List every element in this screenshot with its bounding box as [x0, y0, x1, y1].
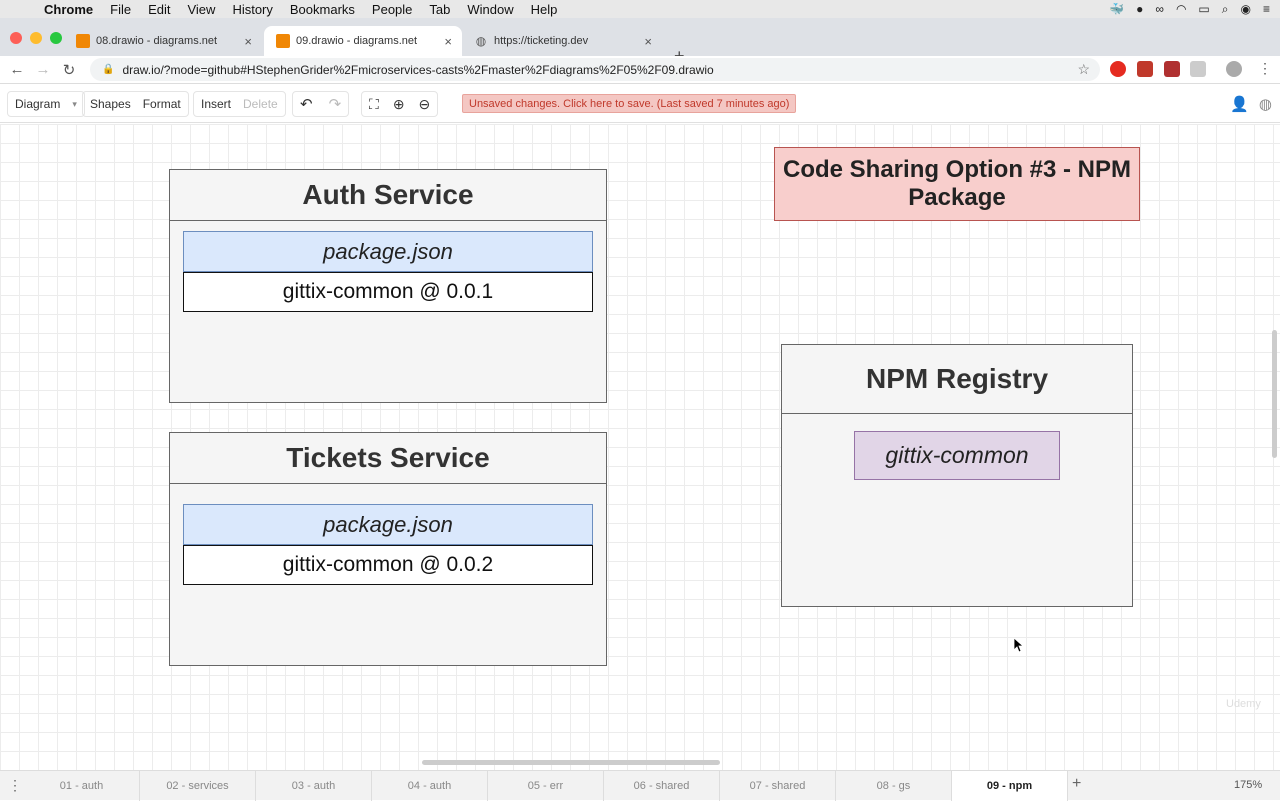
chevron-down-icon: ▾	[72, 98, 77, 109]
toolbar-right: 👤 ◍	[1230, 95, 1272, 113]
zoom-out-icon[interactable]: ⊖	[418, 95, 431, 112]
auth-package-json[interactable]: package.json	[183, 231, 593, 272]
browser-tab-ticketing[interactable]: ◍ https://ticketing.dev ×	[462, 26, 662, 56]
shapes-button[interactable]: Shapes	[90, 97, 131, 111]
search-icon[interactable]: ⌕	[1221, 1, 1229, 16]
mac-menubar: Chrome File Edit View History Bookmarks …	[0, 0, 1280, 18]
menu-help[interactable]: Help	[530, 1, 558, 17]
tickets-dependency[interactable]: gittix-common @ 0.0.2	[183, 545, 593, 585]
address-bar-row: ← → ↻ 🔒 draw.io/?mode=github#HStephenGri…	[0, 56, 1280, 84]
diagram-title[interactable]: Code Sharing Option #3 - NPM Package	[774, 147, 1140, 221]
view-group: ⛶ ⊕ ⊖	[361, 91, 439, 117]
chrome-menu-icon[interactable]: ⋮	[1258, 60, 1272, 76]
tab-title: 09.drawio - diagrams.net	[296, 35, 418, 47]
extension-icon[interactable]	[1190, 61, 1206, 77]
menu-file[interactable]: File	[110, 1, 132, 17]
drawio-icon	[276, 34, 290, 48]
globe-icon: ◍	[475, 34, 487, 48]
bookmark-star-icon[interactable]: ☆	[1077, 61, 1090, 77]
auth-dependency[interactable]: gittix-common @ 0.0.1	[183, 272, 593, 312]
menu-bookmarks[interactable]: Bookmarks	[289, 1, 355, 17]
tickets-service-title: Tickets Service	[170, 433, 606, 484]
diagram-menu[interactable]: Diagram ▾	[7, 91, 85, 117]
url-field[interactable]: 🔒 draw.io/?mode=github#HStephenGrider%2F…	[90, 58, 1100, 81]
format-button[interactable]: Format	[142, 97, 181, 111]
diagram-menu-label: Diagram	[15, 97, 61, 111]
close-tab-icon[interactable]: ×	[444, 33, 452, 49]
page-tab-02-services[interactable]: 02 - services	[140, 771, 256, 801]
page-tab-07-shared[interactable]: 07 - shared	[720, 771, 836, 801]
language-globe-icon[interactable]: ◍	[1258, 96, 1272, 113]
extension-adblock-icon[interactable]	[1110, 61, 1126, 77]
page-tab-06-shared[interactable]: 06 - shared	[604, 771, 720, 801]
list-icon[interactable]: ≡	[1262, 2, 1270, 16]
extension-icon[interactable]: ●	[1136, 2, 1144, 16]
registry-package[interactable]: gittix-common	[854, 431, 1060, 480]
url-text: draw.io/?mode=github#HStephenGrider%2Fmi…	[122, 62, 714, 77]
browser-tabstrip: 08.drawio - diagrams.net × 09.drawio - d…	[0, 18, 1280, 66]
wifi-icon[interactable]: ◠	[1175, 2, 1187, 16]
glasses-icon[interactable]: ∞	[1155, 2, 1164, 16]
browser-tab-08[interactable]: 08.drawio - diagrams.net ×	[64, 26, 262, 56]
page-tab-05-err[interactable]: 05 - err	[488, 771, 604, 801]
redo-icon[interactable]: ↷	[328, 96, 342, 113]
udemy-watermark: Udemy	[1226, 698, 1261, 710]
profile-avatar[interactable]	[1226, 61, 1242, 77]
menu-edit[interactable]: Edit	[148, 1, 171, 17]
undo-icon[interactable]: ↶	[300, 96, 313, 113]
insert-button[interactable]: Insert	[201, 97, 232, 111]
history-group: ↶ ↷	[292, 91, 350, 117]
page-tab-08-gs[interactable]: 08 - gs	[836, 771, 952, 801]
tab-title: 08.drawio - diagrams.net	[96, 35, 218, 47]
menu-app[interactable]: Chrome	[44, 1, 94, 17]
page-tab-09-npm[interactable]: 09 - npm	[952, 771, 1068, 801]
drawio-toolbar: Diagram ▾ Shapes Format Insert Delete ↶ ↷…	[0, 85, 1280, 123]
close-tab-icon[interactable]: ×	[244, 33, 252, 49]
reload-button[interactable]: ↻	[62, 61, 76, 79]
page-tab-03-auth[interactable]: 03 - auth	[256, 771, 372, 801]
vertical-scrollbar[interactable]	[1272, 330, 1277, 458]
siri-icon[interactable]: ◉	[1240, 2, 1251, 16]
edit-group: Insert Delete	[193, 91, 286, 117]
forward-button[interactable]: →	[35, 61, 51, 78]
menu-tab[interactable]: Tab	[429, 1, 451, 17]
unsaved-changes-banner[interactable]: Unsaved changes. Click here to save. (La…	[462, 94, 797, 113]
drawio-icon	[76, 34, 90, 48]
page-tab-04-auth[interactable]: 04 - auth	[372, 771, 488, 801]
browser-tab-09[interactable]: 09.drawio - diagrams.net ×	[264, 26, 462, 56]
menu-people[interactable]: People	[371, 1, 413, 17]
zoom-in-icon[interactable]: ⊕	[392, 95, 405, 112]
tickets-package-json[interactable]: package.json	[183, 504, 593, 545]
close-window-button[interactable]	[10, 32, 22, 44]
fit-icon[interactable]: ⛶	[369, 95, 379, 112]
npm-registry-title: NPM Registry	[782, 345, 1132, 414]
auth-service-title: Auth Service	[170, 170, 606, 221]
tab-title: https://ticketing.dev	[494, 35, 589, 47]
docker-icon[interactable]: 🐳	[1109, 2, 1125, 16]
extension-icon[interactable]	[1137, 61, 1153, 77]
menu-view[interactable]: View	[187, 1, 216, 17]
page-tab-01-auth[interactable]: 01 - auth	[24, 771, 140, 801]
pages-menu-icon[interactable]: ⋮	[8, 777, 22, 793]
lock-icon: 🔒	[102, 64, 115, 75]
minimize-window-button[interactable]	[30, 32, 42, 44]
panel-toggles: Shapes Format	[82, 91, 189, 117]
delete-button[interactable]: Delete	[243, 97, 278, 111]
menu-window[interactable]: Window	[467, 1, 514, 17]
back-button[interactable]: ←	[9, 61, 25, 78]
horizontal-scrollbar[interactable]	[422, 760, 720, 765]
add-page-button[interactable]: +	[1072, 775, 1082, 792]
status-icons: 🐳 ● ∞ ◠ ▭ ⌕ ◉ ≡	[1109, 0, 1270, 18]
user-icon[interactable]: 👤	[1230, 96, 1249, 113]
battery-icon[interactable]: ▭	[1198, 2, 1210, 16]
zoom-level[interactable]: 175%	[1234, 779, 1263, 791]
extension-icon[interactable]	[1164, 61, 1180, 77]
zoom-window-button[interactable]	[50, 32, 62, 44]
window-controls	[10, 32, 62, 44]
page-tabs-bar: ⋮ 01 - auth 02 - services 03 - auth 04 -…	[0, 770, 1280, 801]
close-tab-icon[interactable]: ×	[644, 33, 652, 49]
menu-history[interactable]: History	[232, 1, 273, 17]
